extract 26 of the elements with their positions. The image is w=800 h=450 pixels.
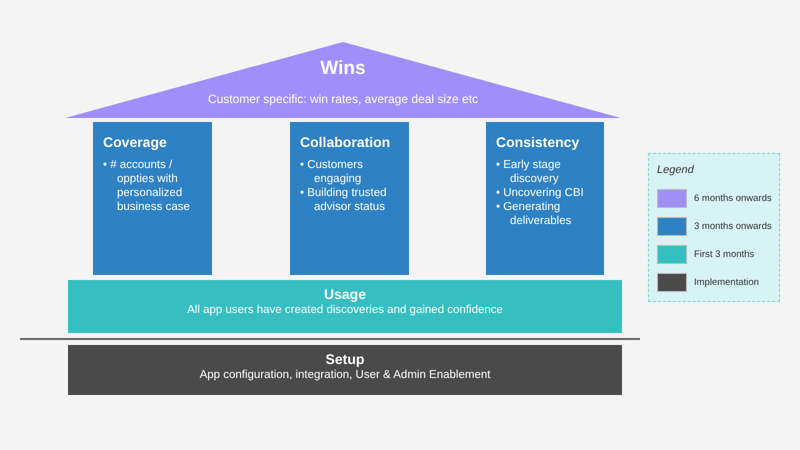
- bullet-text: • Customers engaging: [300, 158, 364, 186]
- band-title: Usage: [322, 286, 368, 302]
- band-text: App configuration, integration, User & Admin Enablement: [198, 369, 492, 381]
- legend-text: First 3 months: [694, 248, 754, 260]
- pillar-title: Coverage: [103, 134, 168, 150]
- band-text: All app users have created discoveries and gained confidence: [186, 304, 504, 316]
- pillar-box: [486, 122, 604, 275]
- pillar-title: Consistency: [496, 134, 580, 150]
- legend-text: 3 months onwards: [694, 220, 772, 232]
- legend-title: Legend: [657, 164, 694, 176]
- legend-text: 6 months onwards: [694, 192, 772, 204]
- bullet-text: • # accounts / oppties with personalized business case: [103, 158, 191, 214]
- layer-band: [68, 280, 622, 333]
- pillar-box: [93, 122, 212, 275]
- pillar-box: [290, 122, 409, 275]
- roof-text: Customer specific: win rates, average deal size etc: [206, 92, 480, 106]
- legend-text: Implementation: [694, 276, 759, 288]
- bullet-text: • Generating deliverables: [496, 200, 572, 228]
- pillar-title: Collaboration: [300, 134, 392, 150]
- layer-band: [68, 345, 622, 395]
- bullet-text: • Building trusted advisor status: [300, 186, 388, 214]
- bullet-text: • Uncovering CBI: [496, 186, 585, 200]
- roof-triangle: [65, 42, 621, 118]
- bullet-text: • Early stage discovery: [496, 158, 562, 186]
- roof-title: Wins: [319, 58, 367, 80]
- band-title: Setup: [324, 351, 366, 367]
